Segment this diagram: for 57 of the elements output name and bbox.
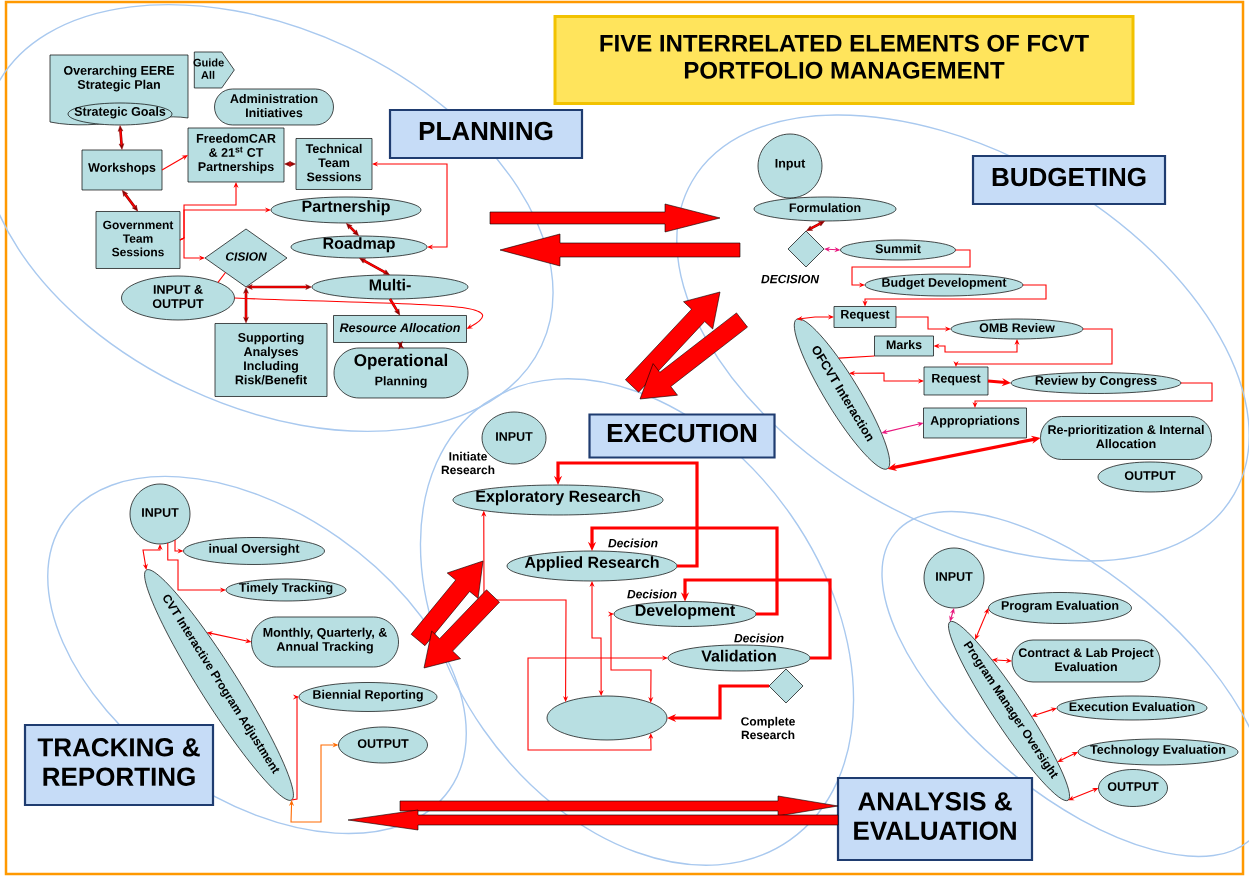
section-heading: ANALYSIS & EVALUATION <box>836 776 1034 862</box>
rounded-box: Administration Initiatives <box>214 88 334 126</box>
rounded-box: Operational Planning <box>333 347 469 399</box>
rounded-box: Monthly, Quarterly, & Annual Tracking <box>251 616 399 668</box>
side-label: DECISION <box>761 274 820 284</box>
process-ellipse <box>546 695 668 741</box>
process-box: Request <box>833 306 897 328</box>
section-heading: BUDGETING <box>971 154 1167 206</box>
double-arrow <box>246 284 312 290</box>
process-box: Resource Allocation <box>333 315 467 343</box>
double-arrow <box>117 125 125 150</box>
section-heading: TRACKING & REPORTING <box>23 723 215 807</box>
process-box: Workshops <box>81 149 163 191</box>
section-heading: PLANNING <box>388 108 584 160</box>
double-arrow <box>359 258 390 275</box>
side-label: Complete Research <box>741 716 795 740</box>
rounded-box: Contract & Lab Project Evaluation <box>1011 639 1161 683</box>
double-arrow <box>122 190 138 212</box>
double-arrow <box>284 161 296 167</box>
arrow <box>233 297 484 329</box>
block-arrow <box>423 589 500 669</box>
side-label: Decision <box>627 589 677 599</box>
double-arrow <box>397 341 404 350</box>
connector-line <box>217 271 227 283</box>
block-arrow <box>489 203 721 233</box>
process-box: FreedomCAR & 21$^{st}$ CT Partnerships <box>187 127 285 183</box>
arrow <box>161 155 188 171</box>
circle-node: Input <box>757 133 823 199</box>
process-box: Technical Team Sessions <box>295 138 373 190</box>
section-heading: EXECUTION <box>588 413 776 459</box>
double-arrow <box>243 287 249 324</box>
connector-line <box>838 355 876 359</box>
block-arrow <box>410 560 484 646</box>
circle-node: INPUT <box>923 547 985 609</box>
side-label: Decision <box>608 538 658 548</box>
block-arrow <box>347 809 839 831</box>
side-label: Decision <box>734 633 784 643</box>
block-arrow <box>639 312 748 400</box>
process-box: Appropriations <box>923 407 1027 439</box>
double-arrow <box>806 221 825 231</box>
double-arrow <box>346 223 359 236</box>
process-box: Request <box>923 366 989 396</box>
arrow <box>527 655 668 751</box>
block-arrow <box>399 795 839 817</box>
block-arrow <box>499 233 741 267</box>
circle-node: INPUT <box>129 483 191 545</box>
pointer-tag: Guide All <box>193 51 235 89</box>
title-box: FIVE INTERRELATED ELEMENTS OF FCVT PORTFOLIO MANAGEMENT <box>553 15 1135 105</box>
process-box: Government Team Sessions <box>95 211 181 269</box>
process-box: Supporting Analyses Including Risk/Benefit <box>214 323 328 397</box>
double-arrow <box>388 298 400 316</box>
side-label: Initiate Research <box>441 451 495 475</box>
arrow <box>975 608 989 640</box>
arrow <box>291 694 299 801</box>
arrow <box>607 611 654 703</box>
process-box: Marks <box>874 335 934 357</box>
block-arrow <box>625 291 721 393</box>
